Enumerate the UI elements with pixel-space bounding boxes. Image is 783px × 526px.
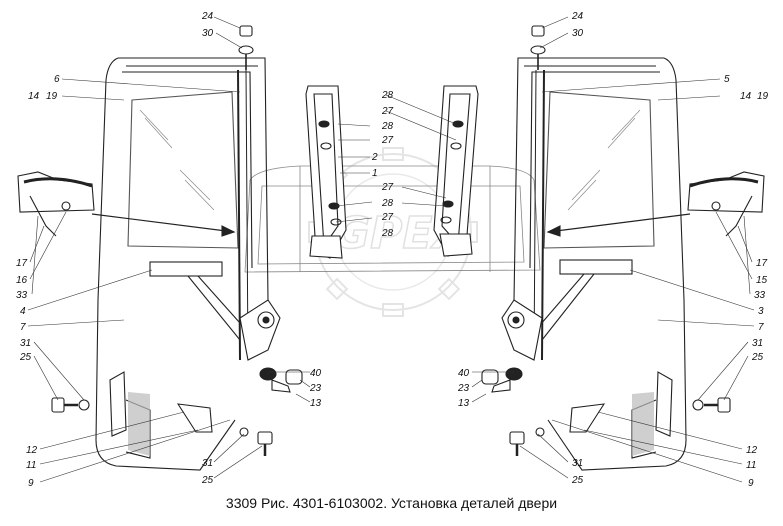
callout-23-r: 23 (457, 383, 470, 394)
callout-13-r: 13 (458, 398, 470, 409)
callout-28-b: 28 (381, 121, 394, 132)
callout-28-a: 28 (381, 90, 394, 101)
callout-14: 14 (28, 91, 40, 102)
cab-outline (244, 165, 541, 273)
callout-6: 6 (54, 74, 60, 85)
callout-40: 40 (310, 368, 322, 379)
callout-17: 17 (16, 258, 28, 269)
right-screw-31-25 (692, 397, 731, 413)
callout-12: 12 (26, 445, 38, 456)
callout-1: 1 (372, 168, 378, 179)
callout-30-r: 30 (572, 28, 584, 39)
callout-16: 16 (16, 275, 28, 286)
callout-27-c: 27 (381, 182, 394, 193)
right-door (481, 25, 765, 471)
callout-33: 33 (16, 290, 28, 301)
callout-19-r: 19 (757, 91, 769, 102)
callout-31-bottom: 31 (202, 458, 213, 469)
callout-2: 2 (371, 152, 378, 163)
callout-15: 15 (756, 275, 768, 286)
leader-lines (27, 16, 755, 483)
callout-24: 24 (201, 11, 214, 22)
left-screw-bottom (239, 427, 273, 456)
callout-27-b: 27 (381, 135, 394, 146)
callout-27-a: 27 (381, 106, 394, 117)
callouts-right-door: 24 30 5 14 19 17 15 33 3 7 31 25 12 11 9… (457, 11, 769, 489)
callout-28-c: 28 (381, 198, 394, 209)
callout-9: 9 (28, 478, 34, 489)
callout-12-r: 12 (746, 445, 758, 456)
figure-caption: 3309 Рис. 4301-6103002. Установка детале… (225, 495, 558, 511)
callout-28-d: 28 (381, 228, 394, 239)
callouts-center-left: 2 1 (371, 152, 378, 179)
callout-31-bottom-r: 31 (572, 458, 583, 469)
callout-3: 3 (758, 306, 764, 317)
callout-11: 11 (26, 460, 36, 471)
callout-7-r: 7 (758, 322, 764, 333)
callout-11-r: 11 (746, 460, 756, 471)
callout-40-r: 40 (458, 368, 470, 379)
callout-14-r: 14 (740, 91, 752, 102)
callout-17-r: 17 (756, 258, 768, 269)
callout-19: 19 (46, 91, 58, 102)
callout-30: 30 (202, 28, 214, 39)
callout-25: 25 (19, 352, 32, 363)
callout-31-r: 31 (752, 338, 763, 349)
callout-5: 5 (724, 74, 730, 85)
left-screw-31-25 (51, 397, 90, 413)
callout-13: 13 (310, 398, 322, 409)
left-door (17, 25, 303, 471)
callout-24-r: 24 (571, 11, 584, 22)
callout-9-r: 9 (748, 478, 754, 489)
callout-25-r: 25 (751, 352, 764, 363)
callout-25-bottom-r: 25 (571, 475, 584, 486)
callout-33-r: 33 (754, 290, 766, 301)
callout-7: 7 (20, 322, 26, 333)
callouts-center-right: 28 27 28 27 27 28 27 28 (381, 90, 394, 239)
right-screw-bottom (509, 427, 545, 456)
center-left-channel (305, 85, 347, 259)
callout-4: 4 (20, 306, 26, 317)
callout-23: 23 (309, 383, 322, 394)
callout-31: 31 (20, 338, 31, 349)
callout-25-bottom: 25 (201, 475, 214, 486)
center-right-channel (433, 85, 479, 257)
callouts-left-door: 24 30 6 14 19 17 16 33 4 7 31 25 12 11 9… (16, 11, 322, 489)
callout-27-d: 27 (381, 212, 394, 223)
